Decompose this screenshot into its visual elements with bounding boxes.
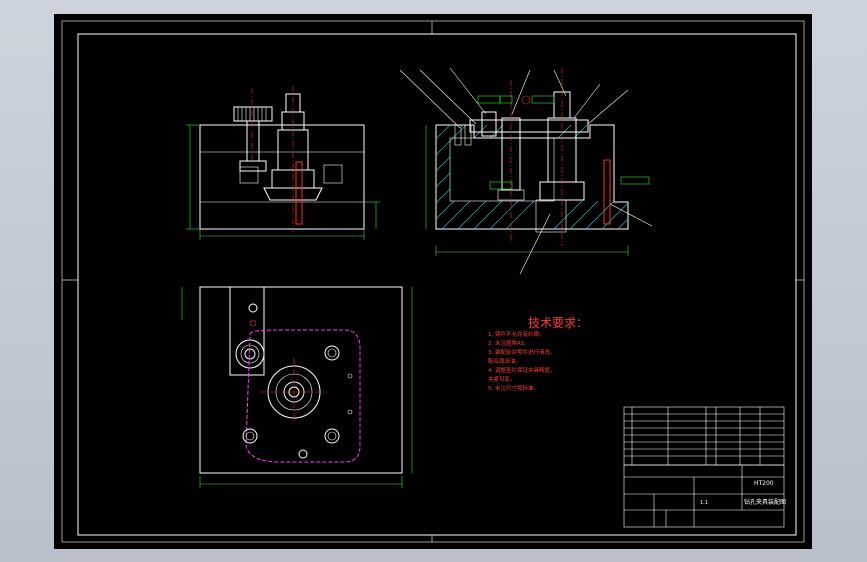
cad-viewport[interactable]: 技术要求： 1. 铸件不允许有砂眼。 2. 未注圆角R5。 3. 装配前对零件进… [54, 14, 812, 549]
note-4: 配合面涂油。 [488, 357, 521, 365]
zone-ticks [62, 21, 804, 542]
title-scale: 1:1 [700, 500, 708, 506]
note-7: 5. 未注尺寸按标准。 [488, 384, 539, 392]
top-view [181, 286, 413, 488]
front-view [186, 86, 380, 240]
title-material: HT200 [754, 480, 774, 487]
parts-list [623, 406, 785, 466]
note-2: 2. 未注圆角R5。 [488, 339, 530, 347]
section-view [399, 67, 653, 275]
note-3: 3. 装配前对零件进行清洗， [488, 348, 556, 356]
drawing-frame [77, 33, 797, 536]
title-block [623, 464, 785, 528]
note-1: 1. 铸件不允许有砂眼。 [488, 330, 545, 338]
tech-requirements: 技术要求： 1. 铸件不允许有砂眼。 2. 未注圆角R5。 3. 装配前对零件进… [488, 316, 588, 392]
note-6: 夹紧可靠。 [488, 375, 516, 383]
title-drawing-name: 钻孔夹具装配图 [744, 498, 786, 506]
note-5: 4. 调整垫片保证夹具精度， [488, 366, 556, 374]
leader-lines [399, 67, 653, 275]
drawing-canvas: 技术要求： 1. 铸件不允许有砂眼。 2. 未注圆角R5。 3. 装配前对零件进… [61, 20, 805, 543]
sheet-border [61, 20, 805, 543]
tech-title: 技术要求： [528, 316, 588, 330]
